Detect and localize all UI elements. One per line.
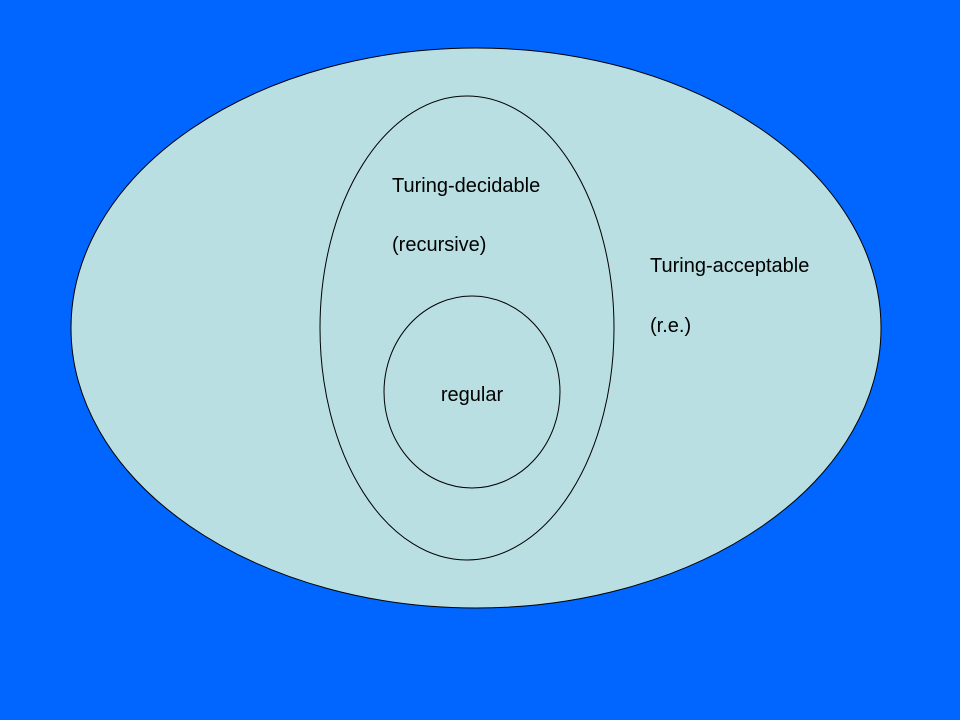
turing-decidable-label: Turing-decidable <box>392 175 540 197</box>
regular-label: regular <box>441 384 504 406</box>
re-label: (r.e.) <box>650 315 691 337</box>
turing-acceptable-label: Turing-acceptable <box>650 255 809 277</box>
recursive-label: (recursive) <box>392 234 486 256</box>
regular-region <box>383 295 561 489</box>
